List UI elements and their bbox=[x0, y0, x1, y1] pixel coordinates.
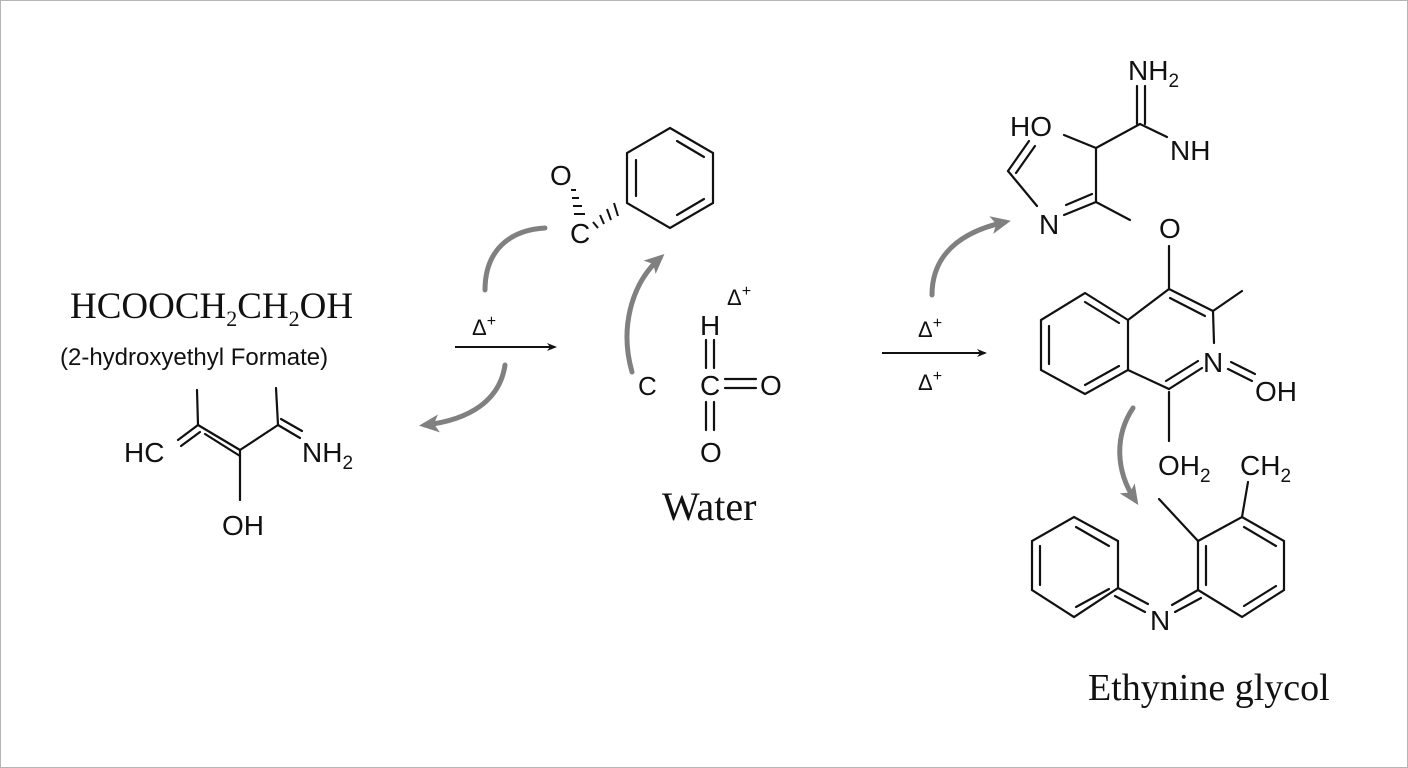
hc-label: HC bbox=[124, 437, 164, 468]
curved-arrow-down-right bbox=[1117, 405, 1139, 505]
reactant-name: (2-hydroxyethyl Formate) bbox=[60, 344, 328, 371]
product-label: Ethynine glycol bbox=[1088, 667, 1330, 709]
isoquinoline-fragment: O N OH OH2 CH2 bbox=[1039, 213, 1297, 487]
arrow2-condition-bottom: Δ+ bbox=[918, 368, 942, 395]
ch2-label: CH2 bbox=[1240, 450, 1291, 487]
curved-arrow-up-left bbox=[482, 225, 548, 293]
oh-label: OH bbox=[222, 510, 264, 541]
o-bottom-label: O bbox=[700, 437, 722, 468]
h-charge: Δ+ bbox=[727, 283, 751, 310]
o-right-label: O bbox=[760, 370, 782, 401]
acyl-o-label: O bbox=[550, 160, 572, 191]
nh2-label: NH2 bbox=[302, 437, 353, 474]
nh2-top-label: NH2 bbox=[1128, 55, 1179, 92]
imine-n-label: N bbox=[1150, 605, 1170, 636]
open-c-label: C bbox=[638, 371, 657, 401]
curved-arrow-up-right bbox=[929, 216, 1011, 298]
curved-arrow-up-middle bbox=[624, 253, 665, 375]
iso-n-label: N bbox=[1203, 347, 1223, 378]
carbon-label: C bbox=[700, 370, 720, 401]
iso-oh-label: OH bbox=[1255, 376, 1297, 407]
oh2-label: OH2 bbox=[1158, 450, 1211, 487]
nh-label: NH bbox=[1170, 135, 1210, 166]
imine-fragment: N bbox=[1030, 480, 1286, 636]
carbonyl-fragment: H Δ+ C O O C bbox=[638, 283, 782, 468]
h-label: H bbox=[700, 310, 720, 341]
acyl-c-label: C bbox=[570, 218, 590, 249]
reactant-formula: HCOOCH2CH2OH bbox=[70, 286, 353, 331]
curved-arrow-down-left bbox=[419, 362, 508, 433]
water-label: Water bbox=[662, 484, 757, 529]
o-top-label: O bbox=[1159, 213, 1181, 244]
reactant-structure: HC NH2 OH bbox=[124, 386, 353, 541]
arrow2-condition-top: Δ+ bbox=[918, 315, 942, 342]
acyl-benzene: O C bbox=[550, 126, 715, 249]
ho-label: HO bbox=[1010, 111, 1052, 142]
arrow1-condition: Δ+ bbox=[472, 313, 496, 340]
ring-n-label: N bbox=[1039, 209, 1059, 240]
product-top-fragment: NH2 HO NH N bbox=[1006, 55, 1210, 240]
